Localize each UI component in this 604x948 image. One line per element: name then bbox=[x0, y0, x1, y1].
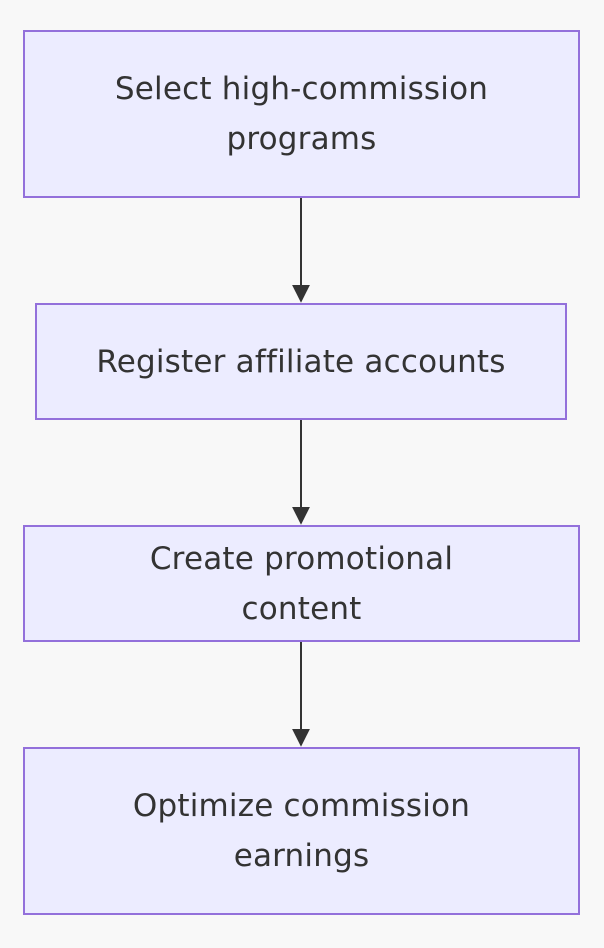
node-optimize-earnings[interactable]: Optimize commission earnings bbox=[23, 747, 580, 915]
node-label: Optimize commission earnings bbox=[132, 788, 471, 874]
node-register-accounts[interactable]: Register affiliate accounts bbox=[35, 303, 567, 420]
node-label: Select high-commission programs bbox=[114, 71, 489, 157]
node-select-programs[interactable]: Select high-commission programs bbox=[23, 30, 580, 198]
node-label: Create promotional content bbox=[149, 540, 454, 627]
node-label: Register affiliate accounts bbox=[96, 343, 506, 380]
node-create-content[interactable]: Create promotional content bbox=[23, 525, 580, 642]
